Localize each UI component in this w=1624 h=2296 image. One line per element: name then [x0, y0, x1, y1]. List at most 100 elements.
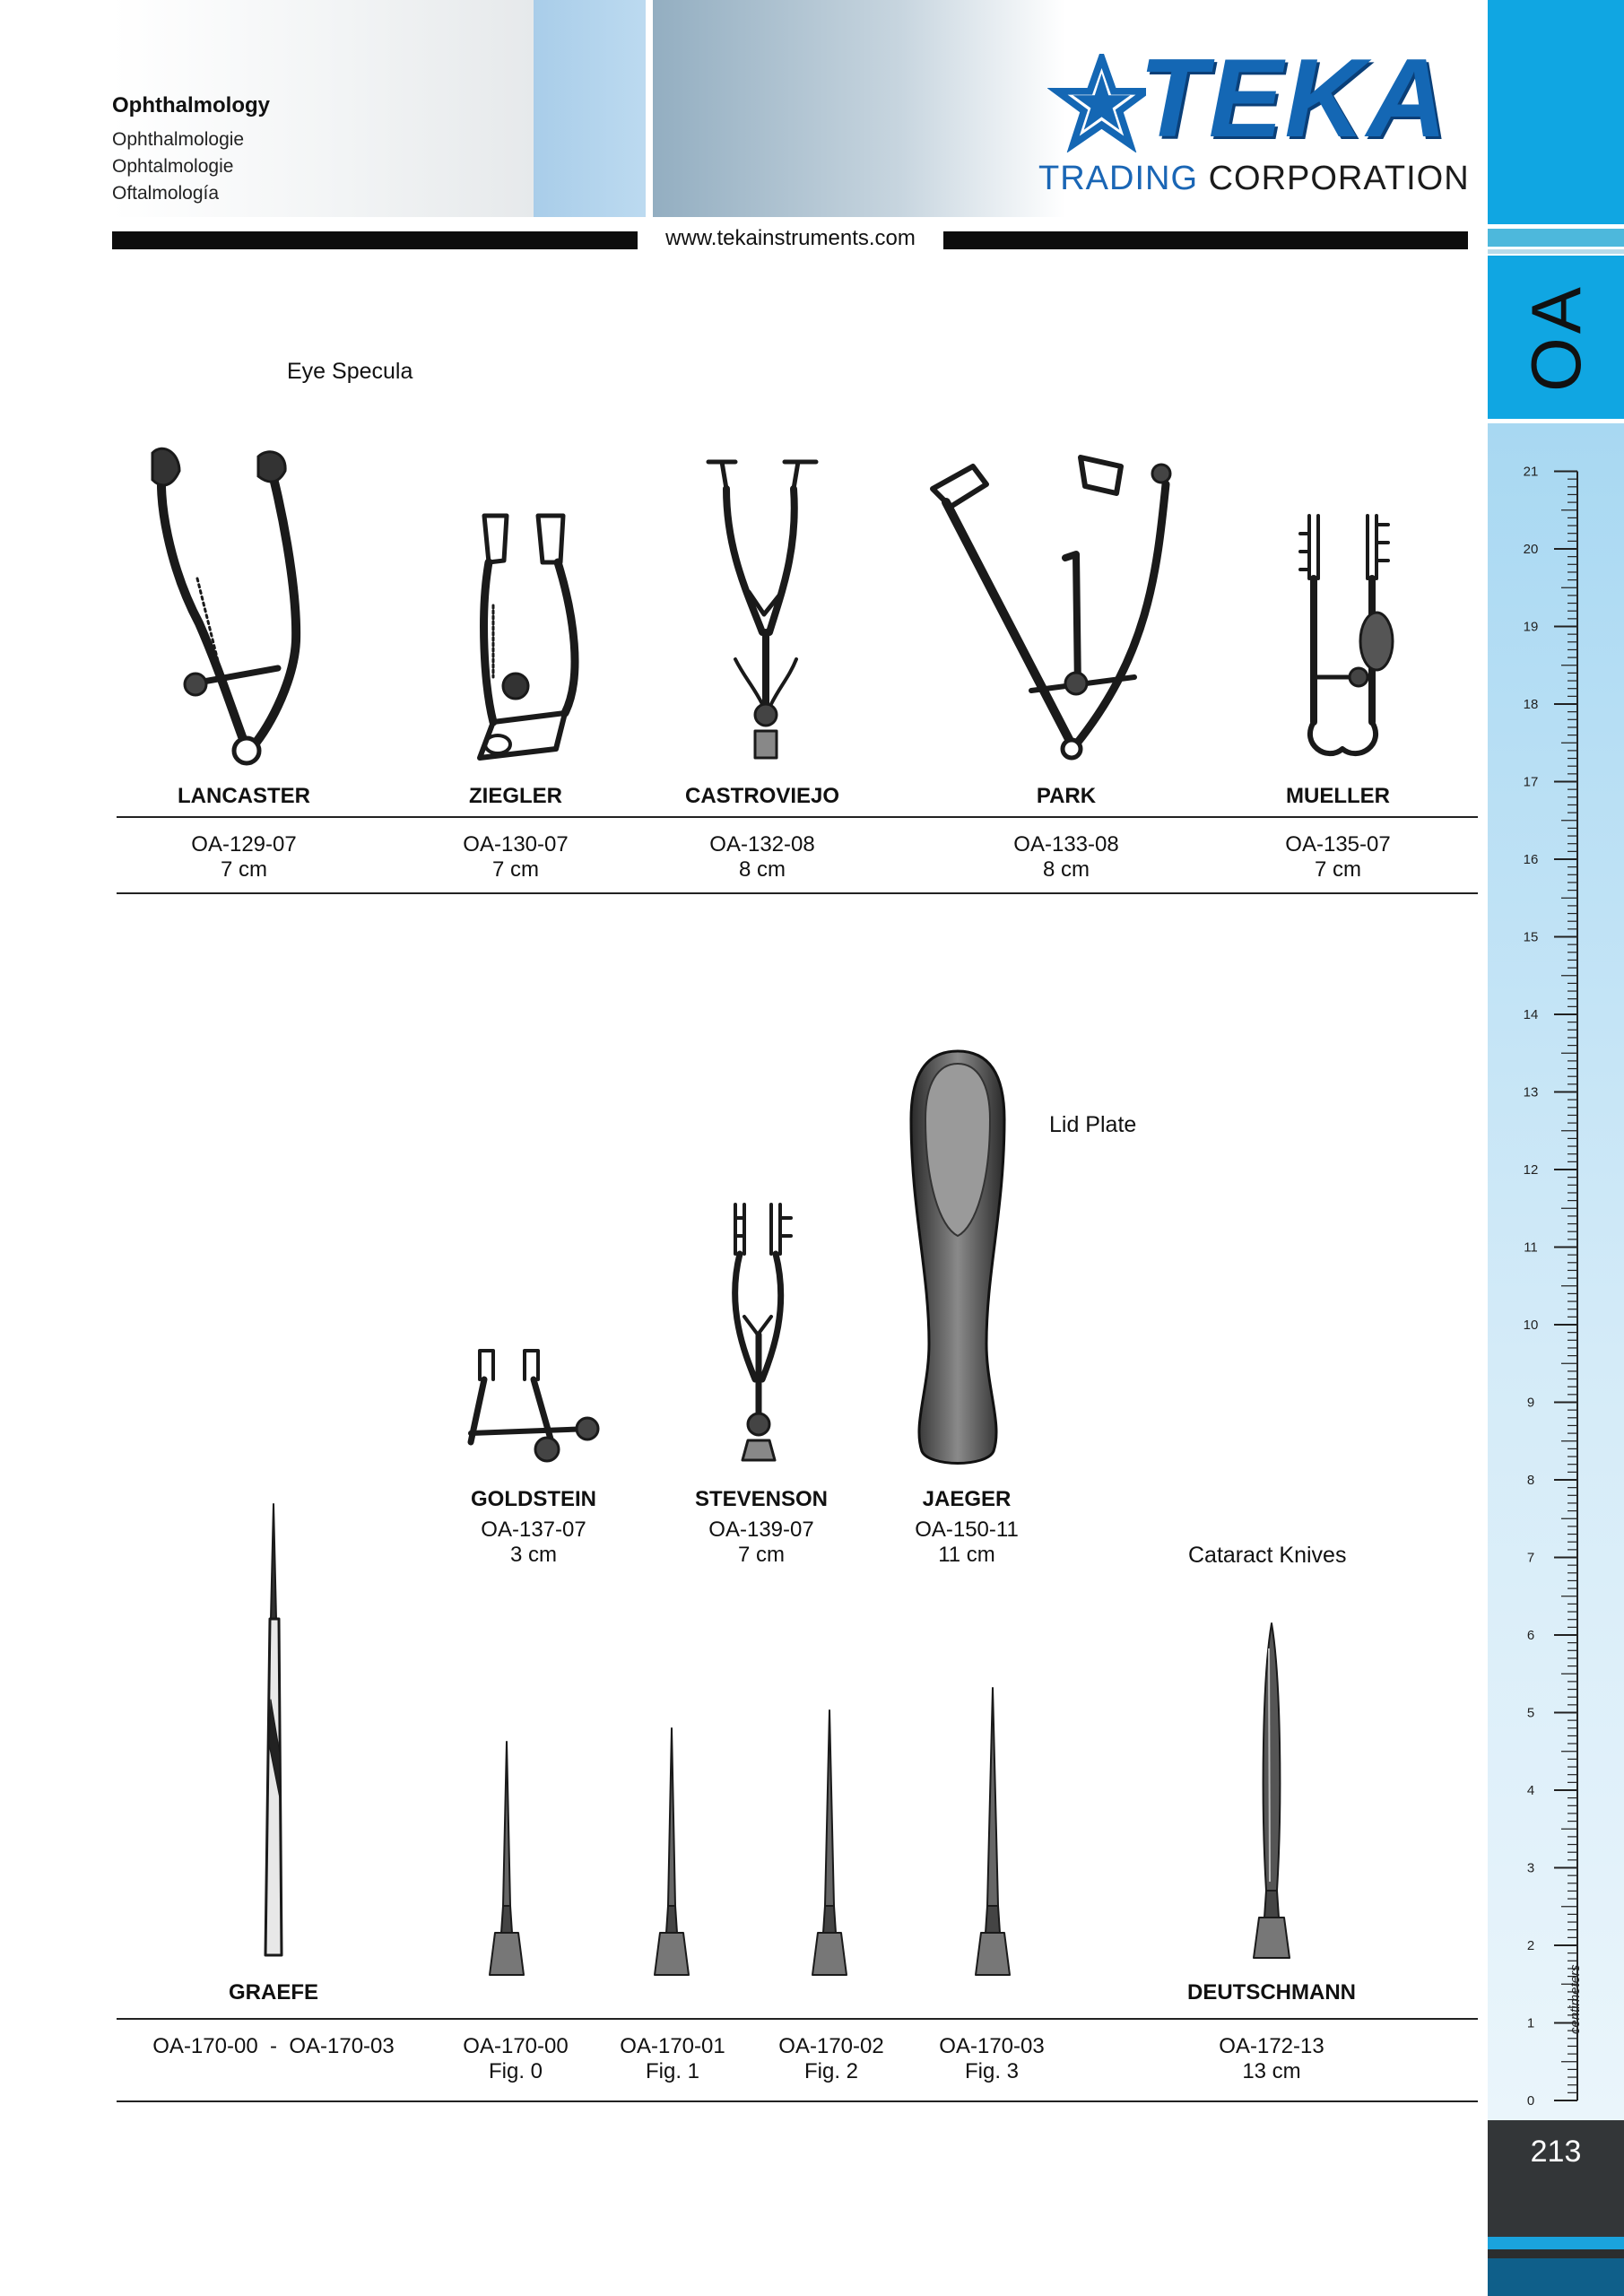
brand-logo-text: TEKA	[1139, 37, 1449, 161]
product-code: OA-137-07	[481, 1518, 586, 1542]
product-code-range: OA-170-00 - OA-170-03	[152, 2034, 395, 2058]
ruler-label: 20	[1524, 542, 1539, 557]
ruler-label: 17	[1524, 775, 1539, 790]
ruler-background	[1488, 423, 1624, 2120]
ziegler-speculum-image	[477, 513, 579, 761]
mueller-speculum-image	[1298, 514, 1394, 757]
ruler-label: 14	[1524, 1007, 1539, 1022]
product-code: OA-129-07	[191, 832, 297, 857]
product-code: OA-150-11	[915, 1518, 1019, 1542]
product-code: OA-132-08	[709, 832, 815, 857]
ruler-label: 13	[1524, 1085, 1539, 1100]
website-url[interactable]: www.tekainstruments.com	[665, 226, 916, 250]
header-rule-left	[112, 231, 638, 249]
goldstein-speculum-image	[467, 1349, 600, 1463]
ruler-label: 8	[1527, 1473, 1534, 1488]
product-size: 7 cm	[1314, 857, 1361, 882]
footer-band-navy	[1488, 2258, 1624, 2296]
brand-tagline: TRADING CORPORATION	[1038, 160, 1470, 198]
ruler-label: 21	[1524, 465, 1539, 480]
product-name: MUELLER	[1286, 784, 1390, 808]
product-name: GRAEFE	[228, 1980, 318, 2005]
product-code: OA-172-13	[1219, 2034, 1324, 2058]
star-logo-icon	[1047, 54, 1146, 152]
section-label-eye-specula: Eye Specula	[287, 359, 413, 384]
stevenson-speculum-image	[732, 1203, 793, 1462]
section-tab: OA	[1488, 256, 1624, 419]
product-name: CASTROVIEJO	[684, 784, 840, 808]
product-size: 11 cm	[938, 1543, 995, 1567]
footer-band	[1488, 2237, 1624, 2249]
subtitle-french: Ophtalmologie	[112, 156, 234, 177]
tagline-corporation: CORPORATION	[1208, 160, 1470, 197]
product-code: OA-135-07	[1285, 832, 1391, 857]
page-number: 213	[1530, 2135, 1582, 2169]
table-rule	[117, 816, 1478, 818]
product-fig: Fig. 2	[803, 2059, 859, 2083]
subtitle-german: Ophthalmologie	[112, 129, 245, 150]
ruler-label: 16	[1524, 852, 1539, 867]
cataract-knife-fig2-image	[812, 1709, 847, 1976]
subtitle-spanish: Oftalmología	[112, 183, 220, 204]
product-code: OA-130-07	[463, 832, 569, 857]
product-fig: Fig. 3	[964, 2059, 1020, 2083]
ruler-label: 6	[1527, 1628, 1534, 1643]
ruler-label: 9	[1527, 1396, 1534, 1411]
sidebar-top-block	[1488, 0, 1624, 224]
table-rule	[117, 892, 1478, 894]
product-size: 8 cm	[738, 857, 786, 882]
cataract-knife-fig3-image	[975, 1687, 1011, 1976]
ruler-label: 5	[1527, 1706, 1534, 1721]
page-title: Ophthalmology	[112, 93, 270, 117]
ruler-label: 11	[1524, 1240, 1538, 1256]
header-background-left	[112, 0, 534, 217]
product-size: 7 cm	[491, 857, 539, 882]
header-background-right	[653, 0, 1065, 217]
header-rule-right	[943, 231, 1468, 249]
section-code: OA	[1515, 283, 1595, 392]
section-label-cataract-knives: Cataract Knives	[1188, 1543, 1347, 1568]
cataract-knife-fig1-image	[654, 1727, 690, 1976]
product-size: 8 cm	[1042, 857, 1090, 882]
ruler-label: 19	[1524, 620, 1539, 635]
jaeger-lid-plate-image	[909, 1049, 1006, 1465]
product-name: DEUTSCHMANN	[1187, 1980, 1356, 2005]
product-fig: Fig. 1	[645, 2059, 700, 2083]
product-code: OA-139-07	[708, 1518, 814, 1542]
table-rule	[117, 2100, 1478, 2102]
ruler-label: 4	[1527, 1783, 1534, 1798]
section-tab-background	[1488, 256, 1624, 419]
ruler-label: 7	[1527, 1551, 1534, 1566]
footer-band-dark	[1488, 2249, 1624, 2258]
section-label-lid-plate: Lid Plate	[1049, 1112, 1137, 1137]
product-size: 7 cm	[220, 857, 267, 882]
product-name: LANCASTER	[178, 784, 310, 808]
product-name: PARK	[1036, 784, 1097, 808]
ruler-label: 0	[1527, 2093, 1534, 2109]
product-fig: Fig. 0	[488, 2059, 543, 2083]
ruler-label: 1	[1527, 2016, 1534, 2031]
product-size: 7 cm	[737, 1543, 785, 1567]
sidebar-stripe	[1488, 229, 1624, 247]
product-name: JAEGER	[922, 1487, 1012, 1511]
product-code: OA-133-08	[1013, 832, 1119, 857]
product-code: OA-170-02	[778, 2034, 884, 2058]
product-code: OA-170-01	[620, 2034, 725, 2058]
ruler-label: 2	[1527, 1938, 1534, 1953]
ruler-label: 10	[1524, 1318, 1539, 1333]
ruler-label: 3	[1527, 1861, 1534, 1876]
cataract-knife-fig0-image	[489, 1741, 525, 1976]
product-size: 3 cm	[509, 1543, 557, 1567]
ruler-unit-label: centimeters	[1568, 1964, 1583, 2034]
tagline-trading: TRADING	[1038, 160, 1198, 197]
product-name: GOLDSTEIN	[470, 1487, 596, 1511]
ruler-label: 12	[1524, 1162, 1539, 1178]
header-background-blue	[534, 0, 646, 217]
park-speculum-image	[930, 455, 1172, 761]
product-size: 13 cm	[1242, 2059, 1301, 2083]
ruler-label: 18	[1524, 697, 1539, 712]
deutschmann-knife-image	[1253, 1622, 1290, 1959]
product-code: OA-170-00	[463, 2034, 569, 2058]
lancaster-speculum-image	[151, 447, 301, 766]
